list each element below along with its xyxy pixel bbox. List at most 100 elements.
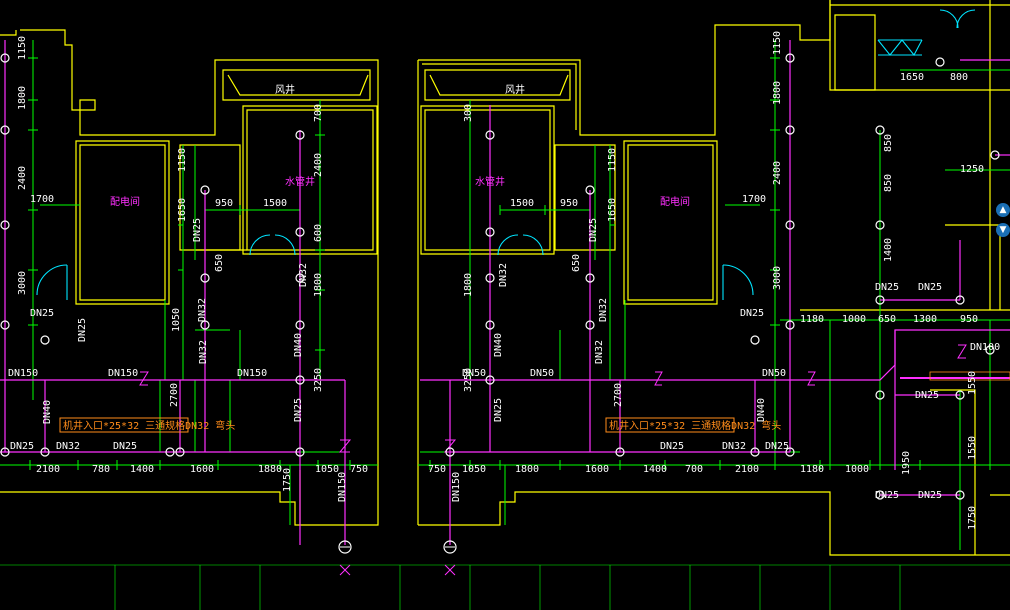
dim-label: 1150 [772, 31, 783, 55]
dim-label: 700 [685, 464, 703, 475]
room-label-left-well: 水管井 [285, 175, 315, 188]
dim-label: 800 [950, 72, 968, 83]
dim-label: 1600 [585, 464, 609, 475]
dim-label: 1150 [17, 36, 28, 60]
room-labels: 配电间 配电间 风井 风井 水管井 水管井 [110, 83, 690, 208]
pipe-node [0, 320, 10, 330]
dim-label: 600 [313, 224, 324, 242]
right-walls [417, 0, 1010, 556]
dim-label: 1650 [900, 72, 924, 83]
pipe-node [40, 447, 50, 457]
pipe-network [0, 40, 1010, 545]
dim-label: 3250 [313, 368, 324, 392]
dim-label: 1150 [177, 148, 188, 172]
pipe-label: DN50 [762, 368, 786, 379]
dim-label: 2400 [313, 153, 324, 177]
pipe-label: DN25 [765, 441, 789, 452]
dim-label: 1550 [967, 436, 978, 460]
pipe-label: DN40 [493, 333, 504, 357]
note-box-left [59, 417, 189, 433]
pipe-label: DN25 [915, 390, 939, 401]
pipe-node [875, 490, 885, 500]
riser-symbol-right [443, 540, 457, 554]
pipe-label: DN50 [530, 368, 554, 379]
dim-label: 1250 [960, 164, 984, 175]
pipe-label: DN50 [462, 368, 486, 379]
pipe-node [175, 447, 185, 457]
pipe-label: DN40 [42, 400, 53, 424]
dim-label: 3250 [463, 368, 474, 392]
dim-label: 2700 [169, 383, 180, 407]
pipe-node [785, 125, 795, 135]
dim-label: 750 [428, 464, 446, 475]
pipe-label: DN32 [598, 298, 609, 322]
pipe-node [485, 227, 495, 237]
dim-label: 1800 [463, 273, 474, 297]
pipe-node [955, 490, 965, 500]
pipe-label: DN25 [10, 441, 34, 452]
dim-label: 1880 [258, 464, 282, 475]
dim-label: 950 [215, 198, 233, 209]
dim-label: 1950 [901, 451, 912, 475]
dim-label: 1400 [130, 464, 154, 475]
pipe-node [785, 53, 795, 63]
dim-label: 1550 [967, 371, 978, 395]
pipe-node [985, 345, 995, 355]
pipe-node [200, 273, 210, 283]
dim-label: 1050 [171, 308, 182, 332]
pipe-node [485, 320, 495, 330]
pipe-label: DN25 [113, 441, 137, 452]
room-label-left-shaft: 风井 [275, 83, 295, 96]
pipe-node [0, 447, 10, 457]
pipe-label: DN25 [77, 318, 88, 342]
dim-label: 950 [960, 314, 978, 325]
pipe-label: DN25 [493, 398, 504, 422]
dim-label: 1150 [607, 148, 618, 172]
dim-label: 3000 [772, 266, 783, 290]
pipe-node [585, 273, 595, 283]
dim-label: 2700 [613, 383, 624, 407]
dimension-labels: 1150 1800 2400 1700 3000 950 1500 1150 1… [17, 31, 984, 530]
dim-label: 1600 [190, 464, 214, 475]
pipe-label: DN40 [293, 333, 304, 357]
pipe-label: DN150 [108, 368, 138, 379]
pipe-label: DN150 [237, 368, 267, 379]
dim-label: 1750 [967, 506, 978, 530]
pipe-label: DN25 [30, 308, 54, 319]
dim-label: 1000 [842, 314, 866, 325]
dim-label: 850 [883, 134, 894, 152]
dim-label: 1500 [263, 198, 287, 209]
dim-label: 850 [883, 174, 894, 192]
valve-symbols [139, 344, 967, 576]
pipe-node [875, 125, 885, 135]
pipe-label: DN40 [756, 398, 767, 422]
pipe-node [935, 57, 945, 67]
pipe-label: DN25 [293, 398, 304, 422]
pipe-node [295, 130, 305, 140]
pipe-node [585, 185, 595, 195]
pipe-label: DN32 [298, 263, 309, 287]
pipe-node [295, 273, 305, 283]
room-label-right-well: 水管井 [475, 175, 505, 188]
pipe-label: DN25 [875, 282, 899, 293]
dim-label: 2100 [36, 464, 60, 475]
pipe-node [295, 447, 305, 457]
room-label-right-power: 配电间 [660, 195, 690, 208]
pipe-node [785, 220, 795, 230]
dim-label: 1800 [313, 273, 324, 297]
dim-label: 1300 [913, 314, 937, 325]
dim-label: 2400 [772, 161, 783, 185]
chevron-down-icon[interactable]: ▼ [996, 223, 1010, 237]
pipe-label: DN32 [198, 340, 209, 364]
pipe-label: DN32 [722, 441, 746, 452]
pipe-label: DN32 [197, 298, 208, 322]
dim-label: 2400 [17, 166, 28, 190]
pipe-node [585, 320, 595, 330]
pipe-node [485, 375, 495, 385]
dim-label: 1050 [462, 464, 486, 475]
pipe-node [875, 390, 885, 400]
note-box-far-right [929, 371, 1010, 381]
chevron-up-icon[interactable]: ▲ [996, 203, 1010, 217]
dim-label: 1700 [30, 194, 54, 205]
